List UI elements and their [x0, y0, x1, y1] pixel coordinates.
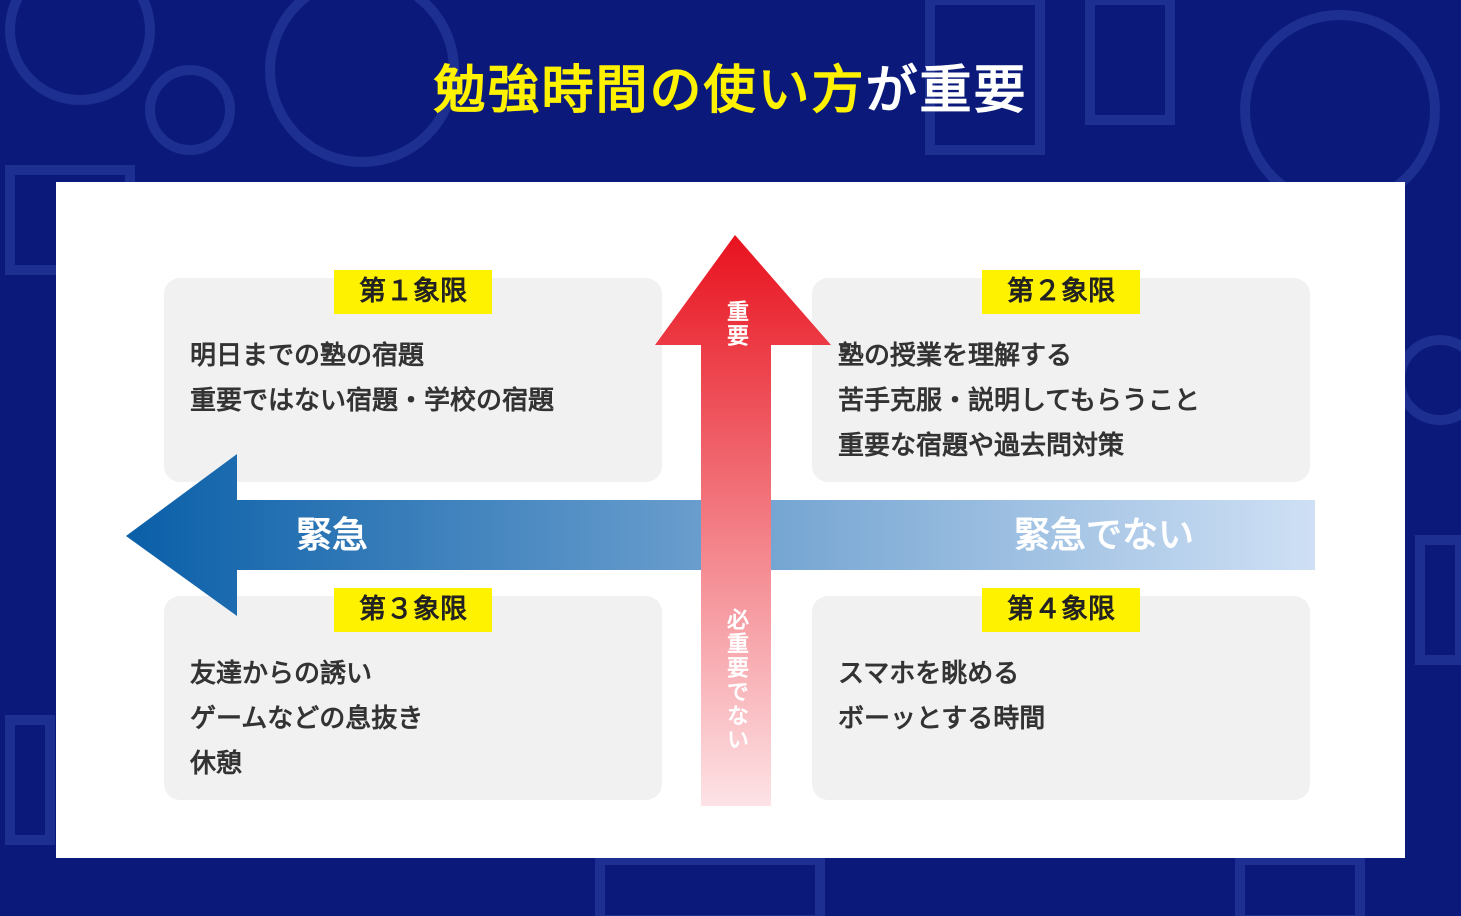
calculator-icon: [925, 0, 1045, 155]
book-icon: [1085, 0, 1175, 125]
axis-label-not-important: 必重要でない: [723, 608, 748, 752]
mouse-icon: [145, 65, 235, 155]
quadrant-item: 塾の授業を理解する: [838, 341, 1073, 371]
quadrant-item: ゲームなどの息抜き: [190, 704, 424, 734]
grid-icon: [595, 855, 825, 916]
axis-label-urgent: 緊急: [296, 515, 369, 556]
quadrant-items: 友達からの誘い ゲームなどの息抜き 休憩: [190, 652, 423, 787]
quadrant-2: 第２象限 塾の授業を理解する 苦手克服・説明してもらうこと 重要な宿題や過去問対…: [812, 270, 1310, 482]
quadrant-label: 第４象限: [982, 588, 1140, 632]
quadrant-label: 第１象限: [334, 270, 492, 314]
quadrant-items: 明日までの塾の宿題 重要ではない宿題・学校の宿題: [190, 334, 554, 424]
disc-icon: [5, 0, 155, 105]
plant-icon: [1235, 855, 1365, 916]
quadrant-1: 第１象限 明日までの塾の宿題 重要ではない宿題・学校の宿題: [164, 270, 662, 482]
quadrant-item: 休憩: [190, 749, 243, 779]
title-rest: が重要: [865, 61, 1028, 121]
phone-icon: [5, 715, 55, 845]
axis-label-not-urgent: 緊急でない: [1014, 515, 1195, 556]
quadrant-item: スマホを眺める: [838, 659, 1020, 689]
quadrant-item: 友達からの誘い: [190, 659, 373, 689]
quadrant-item: 重要な宿題や過去問対策: [838, 431, 1125, 461]
quadrant-label: 第２象限: [982, 270, 1140, 314]
quadrant-4: 第４象限 スマホを眺める ボーッとする時間: [812, 588, 1310, 800]
quadrant-item: 重要ではない宿題・学校の宿題: [190, 386, 555, 416]
page-title: 勉強時間の使い方が重要: [0, 60, 1461, 122]
axis-label-important: 重要: [723, 300, 748, 348]
title-highlight: 勉強時間の使い方: [433, 61, 866, 121]
matrix-panel: 第１象限 明日までの塾の宿題 重要ではない宿題・学校の宿題 第２象限 塾の授業を…: [56, 182, 1405, 858]
scale-icon: [1415, 535, 1461, 665]
magnifier-icon: [1395, 335, 1461, 425]
quadrant-item: ボーッとする時間: [838, 704, 1046, 734]
quadrant-items: 塾の授業を理解する 苦手克服・説明してもらうこと 重要な宿題や過去問対策: [838, 334, 1200, 469]
quadrant-items: スマホを眺める ボーッとする時間: [838, 652, 1045, 742]
quadrant-label: 第３象限: [334, 588, 492, 632]
axis-arrows: [126, 235, 1315, 806]
quadrant-item: 苦手克服・説明してもらうこと: [838, 386, 1200, 416]
clock-icon: [265, 0, 459, 167]
importance-axis-arrow: [655, 235, 831, 806]
quadrant-3: 第３象限 友達からの誘い ゲームなどの息抜き 休憩: [164, 588, 662, 800]
quadrant-item: 明日までの塾の宿題: [190, 341, 425, 371]
